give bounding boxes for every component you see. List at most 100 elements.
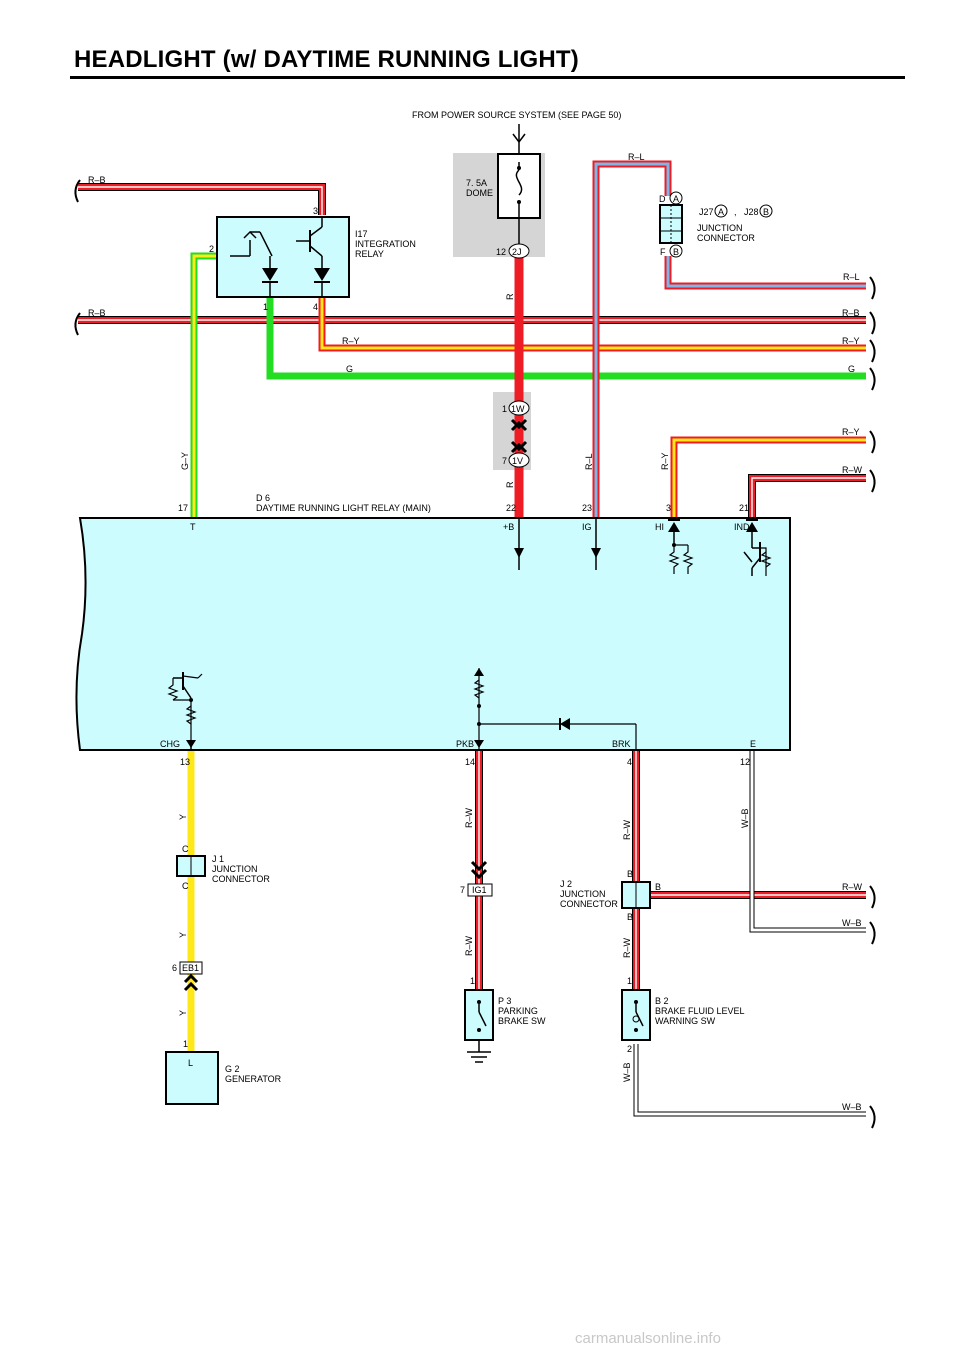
- j1-name-2: CONNECTOR: [212, 874, 270, 884]
- jc-name-2: CONNECTOR: [697, 233, 755, 243]
- title-rule: [70, 76, 905, 79]
- jc-pin-bottom-tag: B: [673, 247, 679, 257]
- wire-rw-brk: [632, 750, 866, 990]
- drl-term-pkb: PKB: [456, 739, 474, 749]
- wire-label-g-mid: G: [346, 364, 353, 374]
- j1-pin-bottom: C: [182, 881, 189, 891]
- drl-name: DAYTIME RUNNING LIGHT RELAY (MAIN): [256, 503, 431, 513]
- power-source-label: FROM POWER SOURCE SYSTEM (SEE PAGE 50): [412, 110, 621, 120]
- pb-name-1: PARKING: [498, 1006, 538, 1016]
- drl-bottom-pin-13: 13: [180, 757, 190, 767]
- wire-label-wb-e: W–B: [842, 918, 862, 928]
- conn-1v-pin: 7: [502, 456, 507, 466]
- wire-label-rl-right: R–L: [843, 272, 860, 282]
- wire-wb-bf: [633, 1044, 866, 1117]
- j2-pin-right: B: [655, 882, 661, 892]
- drl-term-chg: CHG: [160, 739, 180, 749]
- wire-label-r-1: R: [505, 293, 515, 300]
- pb-name-2: BRAKE SW: [498, 1016, 546, 1026]
- pb-pin: 1: [470, 976, 475, 986]
- wire-end-brackets: [74, 179, 876, 1129]
- jc-tag-1: A: [718, 207, 724, 217]
- drl-term-t: T: [190, 522, 196, 532]
- fuse-pin-label: 12: [496, 247, 506, 257]
- jc-pin-top-tag: A: [673, 194, 679, 204]
- wire-label-r-2: R: [505, 481, 515, 488]
- j2-code: J 2: [560, 879, 572, 889]
- wire-label-rw-ind: R–W: [842, 465, 863, 475]
- drl-bottom-pin-14: 14: [465, 757, 475, 767]
- j2-pin-bottom: B: [627, 912, 633, 922]
- wire-label-rw-pkb-1: R–W: [464, 807, 474, 828]
- j2-pin-top: B: [627, 869, 633, 879]
- junction-j27-j28: [659, 191, 773, 258]
- wire-label-y-2: Y: [178, 932, 188, 938]
- i17-pin-1: 1: [263, 302, 268, 312]
- i17-pin-3: 3: [313, 206, 318, 216]
- j2-name-1: JUNCTION: [560, 889, 606, 899]
- wire-label-wb-bf: W–B: [842, 1102, 862, 1112]
- wire-label-ry-mid: R–Y: [342, 336, 360, 346]
- wire-label-rl-top: R–L: [628, 152, 645, 162]
- generator-name: GENERATOR: [225, 1074, 282, 1084]
- jc-pin-bottom: F: [660, 247, 666, 257]
- connector-ig1: [467, 860, 493, 897]
- wire-label-y-1: Y: [178, 814, 188, 820]
- drl-relay: [75, 517, 791, 751]
- wire-label-ry-right: R–Y: [842, 336, 860, 346]
- wire-label-y-3: Y: [178, 1010, 188, 1016]
- pb-code: P 3: [498, 996, 511, 1006]
- jc-tag-2: B: [763, 207, 769, 217]
- j2-name-2: CONNECTOR: [560, 899, 618, 909]
- drl-bottom-pin-12: 12: [740, 757, 750, 767]
- j1-name-1: JUNCTION: [212, 864, 258, 874]
- j1-code: J 1: [212, 854, 224, 864]
- drl-top-pin-17: 17: [178, 503, 188, 513]
- wire-gy: [190, 252, 216, 518]
- drl-top-pin-21: 21: [739, 503, 749, 513]
- drl-term-ig: IG: [582, 522, 592, 532]
- wire-rb-top: [78, 183, 326, 215]
- wire-ry-relay: [318, 298, 866, 352]
- drl-term-hi: HI: [655, 522, 664, 532]
- drl-term-e: E: [750, 739, 756, 749]
- wire-label-ry-v: R–Y: [660, 452, 670, 470]
- j1-pin-top: C: [182, 844, 189, 854]
- drl-code: D 6: [256, 493, 270, 503]
- fuse-dome: [497, 124, 541, 259]
- wire-label-rb-left: R–B: [88, 308, 106, 318]
- parking-brake-switch: [464, 989, 494, 1063]
- jc-ref-1: J27: [699, 207, 714, 217]
- conn-1v-label: 1V: [512, 456, 523, 466]
- fuse-name-label: DOME: [466, 188, 493, 198]
- wire-label-ry-hi: R–Y: [842, 427, 860, 437]
- drl-term-brk: BRK: [612, 739, 631, 749]
- drl-term-ind: IND: [734, 522, 750, 532]
- i17-pin-2: 2: [209, 244, 214, 254]
- wire-label-gy: G–Y: [180, 452, 190, 470]
- jc-name-1: JUNCTION: [697, 223, 743, 233]
- bf-name-2: WARNING SW: [655, 1016, 716, 1026]
- jc-pin-top: D: [659, 194, 666, 204]
- conn-1w-label: 1W: [511, 404, 525, 414]
- bf-pin-1: 1: [627, 976, 632, 986]
- drl-top-pin-23: 23: [582, 503, 592, 513]
- generator-terminal: L: [188, 1058, 193, 1068]
- i17-code: I17: [355, 229, 368, 239]
- bf-code: B 2: [655, 996, 669, 1006]
- brake-fluid-switch: [621, 989, 651, 1041]
- generator-pin: 1: [183, 1039, 188, 1049]
- wire-label-rb-top: R–B: [88, 175, 106, 185]
- fuse-rating-label: 7. 5A: [466, 178, 487, 188]
- i17-pin-4: 4: [313, 302, 318, 312]
- drl-top-pin-3: 3: [666, 503, 671, 513]
- drl-bottom-pin-4: 4: [627, 757, 632, 767]
- watermark: carmanualsonline.info: [575, 1330, 721, 1347]
- wire-label-rb-right: R–B: [842, 308, 860, 318]
- relay-block-connector: [508, 400, 530, 468]
- i17-name-1: INTEGRATION: [355, 239, 416, 249]
- ig1-label: IG1: [472, 885, 487, 895]
- wire-label-g-right: G: [848, 364, 855, 374]
- drl-top-pin-22: 22: [506, 503, 516, 513]
- conn-1w-pin: 1: [502, 404, 507, 414]
